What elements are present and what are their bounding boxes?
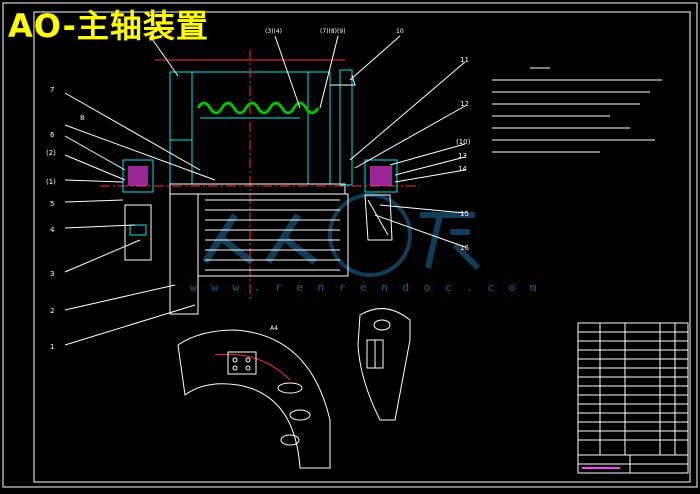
watermark-logo xyxy=(202,193,481,277)
lower-cylinder xyxy=(169,193,349,315)
right-bearing xyxy=(364,159,398,241)
leader-label: 8 xyxy=(80,114,84,122)
centerlines xyxy=(100,50,420,300)
leader-label: (2) xyxy=(46,149,56,157)
leader-label: 10 xyxy=(396,28,404,35)
shaft xyxy=(169,69,356,195)
leader-label: 5 xyxy=(50,200,54,208)
leader-label: 2 xyxy=(50,307,54,315)
leader-label: 3 xyxy=(50,270,54,278)
leader-label: 4 xyxy=(50,226,55,234)
leader-label: 16 xyxy=(460,244,469,252)
leader-label: (7)(8)(9) xyxy=(320,28,346,35)
leader-label: 11 xyxy=(460,56,469,64)
leader-label: 1 xyxy=(50,343,54,351)
leader-lines-right xyxy=(349,61,466,248)
watermark-url: w w w . r e n r e n d o c . c o m xyxy=(190,281,541,294)
leader-label: (3)(4) xyxy=(265,28,282,35)
leader-labels-left: 7 8 6 (2) (1) 5 4 3 2 1 xyxy=(46,86,84,351)
leader-label: (1) xyxy=(46,178,56,186)
leader-label: 12 xyxy=(460,100,469,108)
leader-label: 13 xyxy=(458,152,467,160)
leader-label: (10) xyxy=(456,138,471,146)
detail-view xyxy=(357,308,411,421)
section-tag: A4 xyxy=(270,325,278,332)
leader-lines-left xyxy=(64,92,216,346)
inner-frame xyxy=(33,11,691,483)
leader-label: 15 xyxy=(460,210,469,218)
leader-lines-top xyxy=(149,35,401,109)
leader-labels-top: (3)(4) (7)(8)(9) 10 xyxy=(265,28,404,35)
outer-frame xyxy=(2,2,698,488)
left-bearing xyxy=(122,159,154,261)
leader-label: 14 xyxy=(458,165,467,173)
coil xyxy=(196,101,320,115)
leader-label: 7 xyxy=(50,86,54,94)
leader-labels-right: 11 12 (10) 13 14 15 16 xyxy=(456,56,471,252)
parts-list xyxy=(577,322,689,474)
leader-label: 6 xyxy=(50,131,55,139)
section-view-a xyxy=(177,329,331,469)
technical-notes xyxy=(492,67,662,153)
drawing-title: AO-主轴装置 xyxy=(8,7,209,45)
